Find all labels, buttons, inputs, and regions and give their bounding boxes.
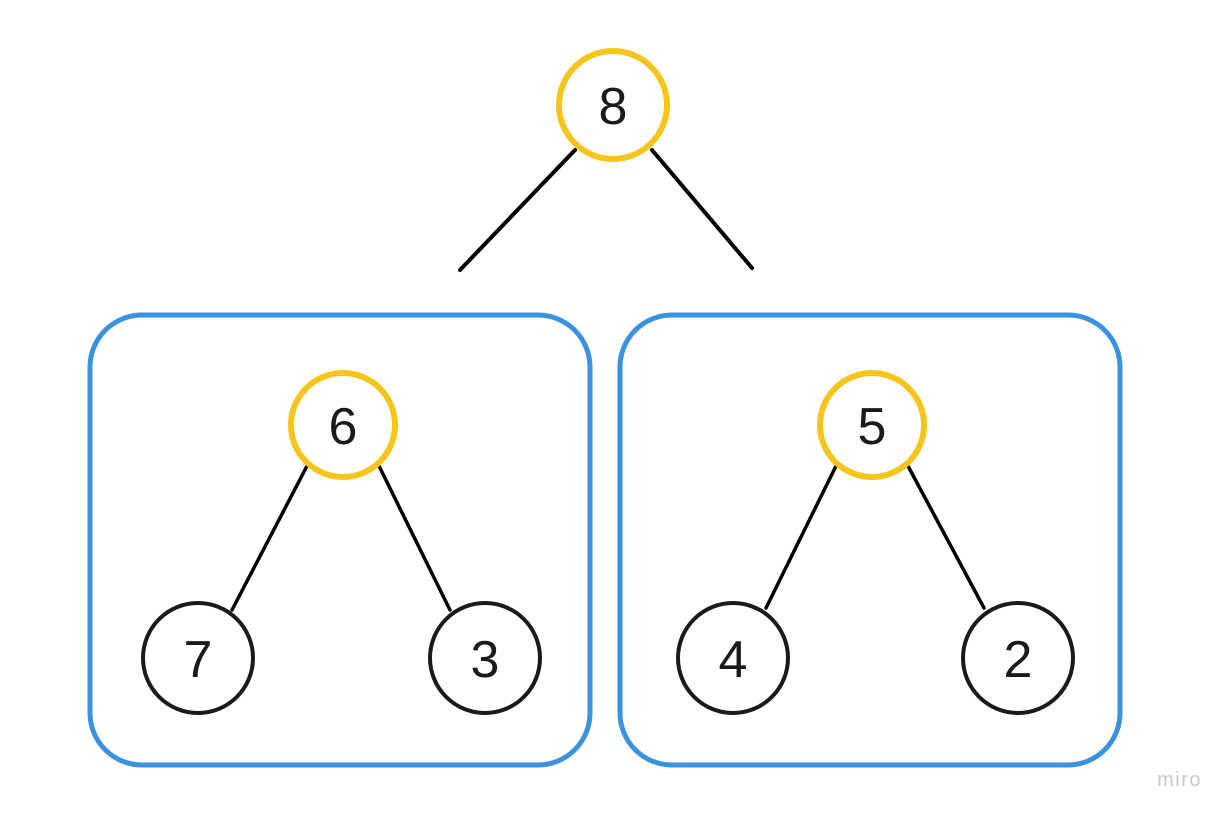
node-label-right-child-0: 4 <box>719 631 748 689</box>
node-label-right-child-1: 2 <box>1004 631 1033 689</box>
tree-node-root[interactable]: 8 <box>556 48 670 162</box>
edge-6-to-3 <box>377 464 452 612</box>
node-label-left-parent: 6 <box>329 398 358 456</box>
node-circle-right-child-0[interactable] <box>676 601 790 715</box>
node-circle-left-parent[interactable] <box>288 370 398 480</box>
node-label-right-parent: 5 <box>858 398 887 456</box>
node-label-left-child-0: 7 <box>184 631 213 689</box>
edge-5-to-2 <box>906 464 986 610</box>
edge-6-to-7 <box>230 464 309 612</box>
tree-node-left-child-0[interactable]: 7 <box>141 601 255 715</box>
node-circle-right-parent[interactable] <box>817 370 927 480</box>
miro-watermark: miro <box>1157 769 1202 791</box>
group-box-left[interactable] <box>87 312 593 768</box>
root-edge-right <box>650 148 754 270</box>
tree-node-right-parent[interactable]: 5 <box>817 370 927 480</box>
node-label-left-child-1: 3 <box>471 631 500 689</box>
group-box-right[interactable] <box>617 312 1123 768</box>
tree-node-right-child-1[interactable]: 2 <box>961 601 1075 715</box>
node-circle-left-child-1[interactable] <box>428 601 542 715</box>
tree-node-right-child-0[interactable]: 4 <box>676 601 790 715</box>
node-circle-right-child-1[interactable] <box>961 601 1075 715</box>
edge-5-to-4 <box>764 464 838 610</box>
node-circle-left-child-0[interactable] <box>141 601 255 715</box>
node-label-root: 8 <box>599 78 628 136</box>
tree-node-left-parent[interactable]: 6 <box>288 370 398 480</box>
tree-node-left-child-1[interactable]: 3 <box>428 601 542 715</box>
root-edge-left <box>458 148 577 272</box>
node-circle-root[interactable] <box>556 48 670 162</box>
